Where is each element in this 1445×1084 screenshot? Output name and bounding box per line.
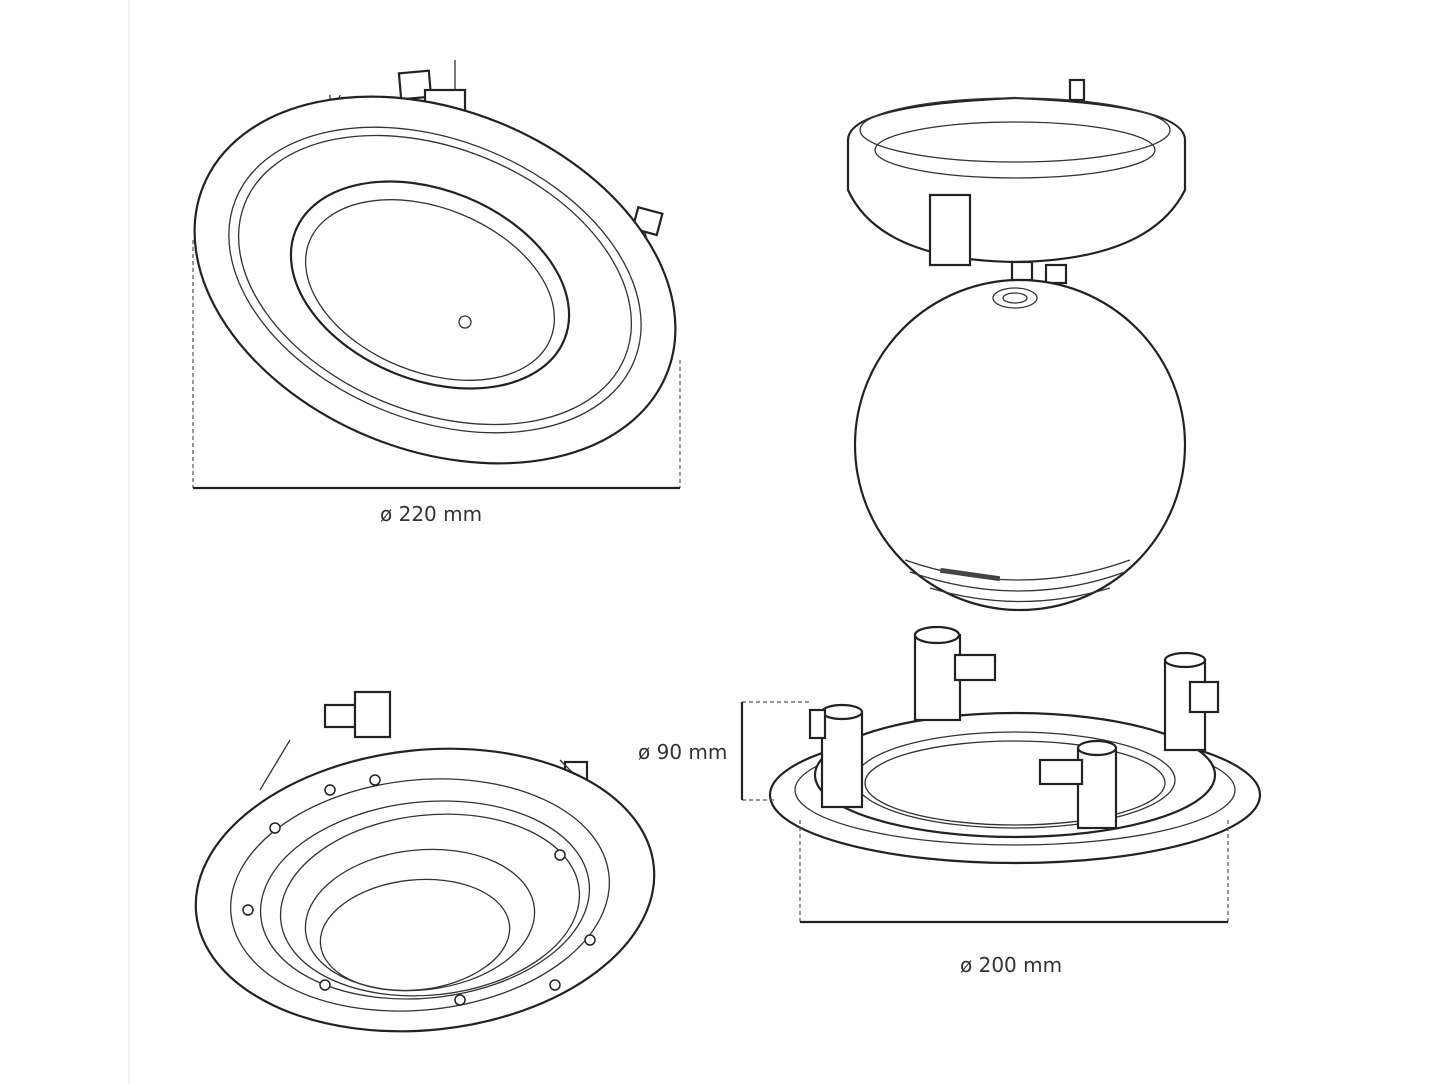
outer-diameter-label: ø 220 mm — [380, 502, 483, 526]
margin-guide-line — [128, 0, 130, 1084]
height-label: ø 90 mm — [638, 740, 728, 764]
sphere-speaker-exploded — [846, 78, 1187, 612]
mounting-bracket-view — [740, 625, 1262, 924]
assembled-bottom-view — [194, 690, 656, 1033]
cutout-diameter-label: ø 200 mm — [960, 953, 1063, 977]
trim-ring-top-view — [192, 60, 681, 490]
